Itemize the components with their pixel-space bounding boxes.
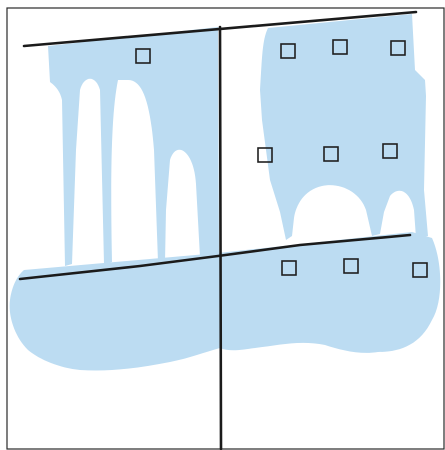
square-marker-icon bbox=[412, 262, 428, 278]
square-marker-icon bbox=[280, 43, 296, 59]
boundary-lines bbox=[18, 10, 418, 450]
vertical-boundary-line bbox=[218, 25, 223, 450]
upper-left-region bbox=[48, 27, 219, 266]
blue-regions bbox=[9, 14, 441, 371]
square-marker-icon bbox=[390, 40, 406, 56]
middle-boundary-line bbox=[18, 233, 412, 281]
square-marker-icon bbox=[257, 147, 273, 163]
square-marker-icon bbox=[323, 146, 339, 162]
lower-region bbox=[9, 232, 441, 371]
square-marker-icon bbox=[332, 39, 348, 55]
square-marker-icon bbox=[135, 48, 151, 64]
frame-border bbox=[6, 7, 445, 450]
upper-right-region bbox=[260, 14, 428, 240]
square-marker-icon bbox=[281, 260, 297, 276]
square-marker-icon bbox=[343, 258, 359, 274]
square-marker-icon bbox=[382, 143, 398, 159]
square-markers bbox=[135, 39, 428, 278]
